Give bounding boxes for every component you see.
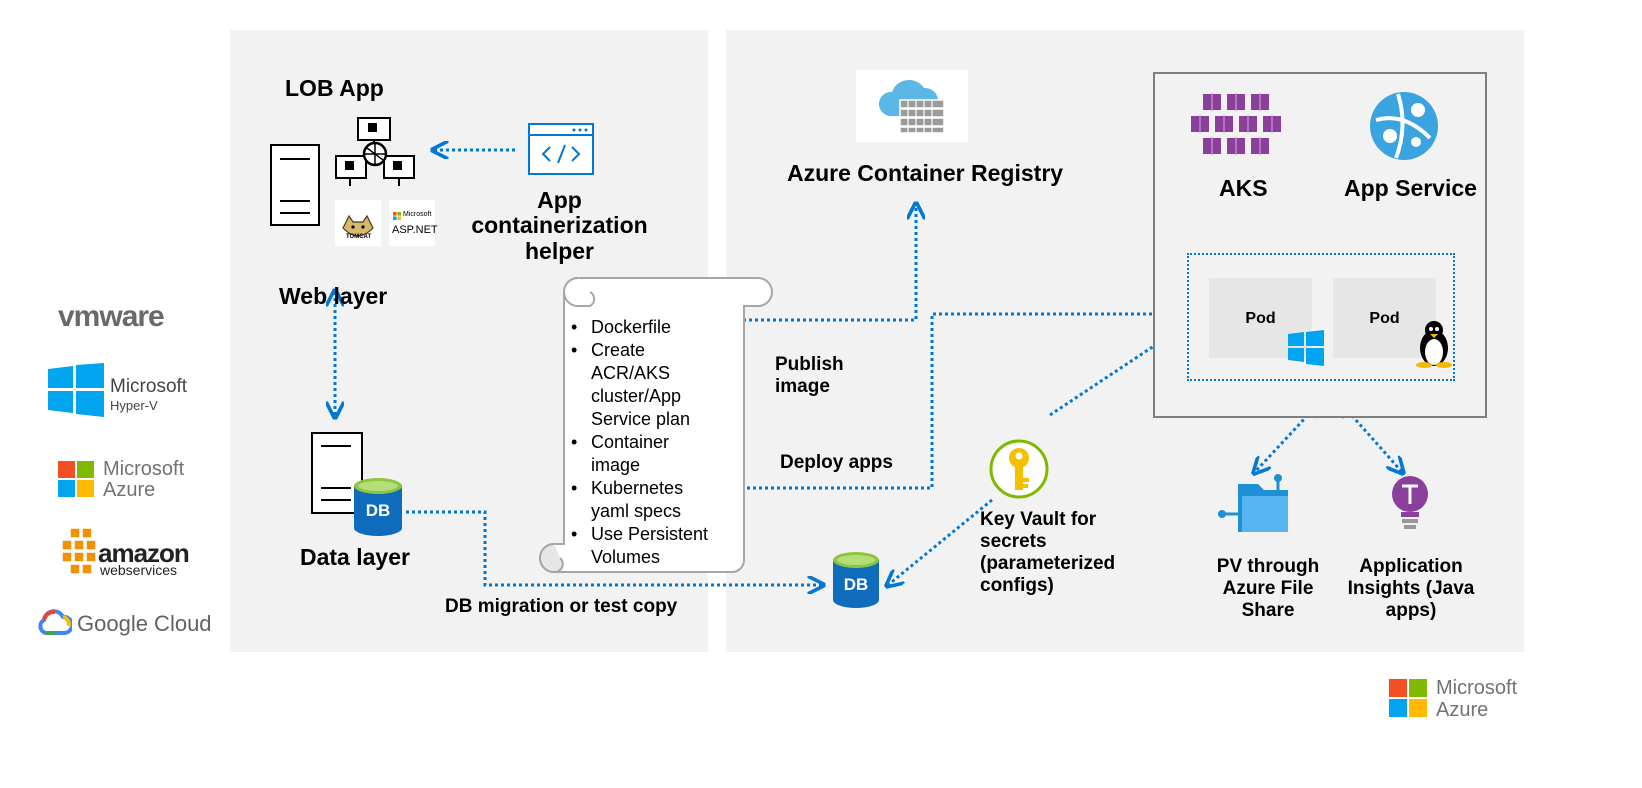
- aws-brand: amazon: [98, 538, 190, 568]
- pods-group: [1187, 253, 1455, 381]
- deploy-apps-label: Deploy apps: [780, 452, 893, 473]
- microsoft-logo-icon: [58, 461, 94, 497]
- pod-linux: [1333, 278, 1436, 358]
- aspnet-logo: [389, 200, 435, 246]
- file-share-icon: [1218, 474, 1288, 532]
- aspnet-label: ASP.NET: [392, 224, 438, 236]
- keyvault-label-line3: (parameterized: [980, 553, 1116, 574]
- pod-linux-label: Pod: [1369, 310, 1400, 327]
- keyvault-label-line2: secrets: [980, 531, 1047, 552]
- db-migration-label: DB migration or test copy: [445, 596, 678, 617]
- keyvault-label-line4: configs): [980, 575, 1054, 596]
- list-item: Create ACR/AKS cluster/App Service plan: [563, 339, 717, 431]
- azure-db-badge: DB: [843, 575, 869, 594]
- vmware-logo: vmware: [58, 300, 165, 333]
- list-item: Use Persistent Volumes: [563, 523, 731, 569]
- db-migration-arrow: [406, 510, 822, 585]
- footer-microsoft-icon: [1389, 679, 1427, 717]
- helper-label-line2: containerization: [471, 212, 648, 238]
- hyperv-brand: Microsoft: [110, 376, 188, 397]
- aws-product: webservices: [100, 562, 178, 578]
- pod-windows-label: Pod: [1245, 310, 1276, 327]
- app-insights-bulb-icon: [1392, 476, 1428, 529]
- database-azure-icon: [833, 552, 879, 608]
- data-server-icon: [311, 432, 363, 514]
- windows-logo-icon: [48, 363, 104, 417]
- ai-label-line1: Application: [1359, 556, 1463, 577]
- key-vault-icon: [989, 439, 1049, 499]
- deploy-apps-arrow: [735, 314, 1172, 490]
- publish-image-line1: Publish: [775, 354, 844, 375]
- server-icon: [270, 144, 320, 226]
- aws-cubes-icon: [62, 528, 97, 574]
- list-item: Container image: [563, 431, 691, 477]
- list-item: Dockerfile: [563, 316, 743, 339]
- scroll-item-list: Dockerfile Create ACR/AKS cluster/App Se…: [563, 316, 743, 569]
- aspnet-brand: Microsoft: [403, 211, 432, 218]
- google-cloud-icon: [38, 609, 72, 635]
- ai-label-line2: Insights (Java: [1347, 578, 1475, 599]
- tomcat-label: TOMCAT: [346, 234, 372, 240]
- linux-tux-icon: [1416, 321, 1452, 368]
- lob-app-label: LOB App: [285, 75, 384, 101]
- pv-label-line3: Share: [1241, 600, 1295, 621]
- list-item: Kubernetes yaml specs: [563, 477, 701, 523]
- database-icon: [354, 478, 402, 536]
- aks-hexagons-icon: [1190, 93, 1282, 156]
- hyperv-product: Hyper-V: [110, 398, 158, 413]
- pv-arrow: [1255, 402, 1320, 472]
- footer-brand-line1: Microsoft: [1436, 677, 1518, 699]
- publish-image-arrow: [720, 205, 916, 425]
- web-layer-label: Web layer: [279, 283, 388, 309]
- tomcat-logo-icon: [335, 200, 381, 246]
- data-db-badge: DB: [365, 501, 391, 520]
- container-registry-icon: [879, 80, 945, 134]
- azure-source-brand: Microsoft: [103, 458, 185, 480]
- pv-label-line1: PV through: [1216, 556, 1320, 577]
- aspnet-microsoft-icon: [393, 212, 401, 220]
- windows-pod-icon: [1288, 330, 1324, 366]
- helper-label-line1: App: [537, 187, 582, 213]
- footer-brand-line2: Azure: [1436, 699, 1489, 721]
- helper-label-line3: helper: [524, 238, 595, 264]
- keyvault-label-line1: Key Vault for: [980, 509, 1097, 530]
- pv-label-line2: Azure File: [1222, 578, 1314, 599]
- ai-label-line3: apps): [1385, 600, 1437, 621]
- keyvault-to-db-arrow: [888, 498, 993, 585]
- acr-label: Azure Container Registry: [787, 160, 1064, 186]
- aks-label: AKS: [1219, 175, 1268, 201]
- network-computers-icon: [335, 117, 415, 186]
- data-layer-label: Data layer: [300, 544, 410, 570]
- app-service-icon: [1370, 92, 1438, 160]
- code-window-icon: [528, 123, 594, 175]
- google-cloud-label: Google Cloud: [77, 611, 212, 636]
- publish-image-line2: image: [775, 376, 830, 397]
- app-service-label: App Service: [1344, 175, 1477, 201]
- azure-source-product: Azure: [103, 479, 156, 501]
